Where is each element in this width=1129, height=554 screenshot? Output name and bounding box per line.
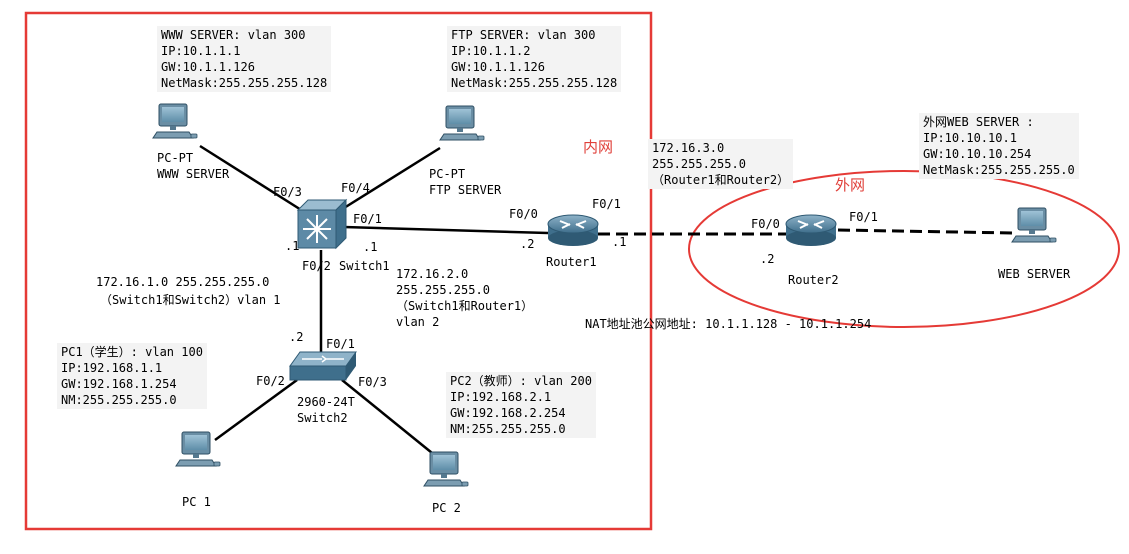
pc1-label: PC 1 [182,495,211,509]
outer-network-zone [688,170,1120,328]
pc2-label: PC 2 [432,501,461,515]
switch-icon[interactable] [289,351,357,381]
pc-icon[interactable] [1011,207,1057,243]
port-sw1-f0-3: F0/3 [273,185,302,199]
router-icon[interactable] [785,214,837,247]
link-switch1-router1 [343,225,549,235]
router2-label: Router2 [788,273,839,287]
port-sw2-f0-1: F0/1 [326,337,355,351]
link-switch2-pc1 [214,378,298,442]
port-r2-f0-1: F0/1 [849,210,878,224]
multilayer-switch-icon[interactable] [296,198,348,250]
switch1-label: Switch1 [339,259,390,273]
web-server-label: WEB SERVER [998,267,1071,281]
addr-sw1-vlan2: .1 [363,240,378,254]
port-r1-f0-0: F0/0 [509,207,538,221]
addr-sw1-vlan1: .1 [285,239,300,253]
link-ftp-switch1 [335,146,441,215]
pc-icon[interactable] [423,451,469,487]
addr-sw2: .2 [289,330,304,344]
link-router2-webserver [837,228,1014,235]
addr-r2-r1: .2 [760,252,775,266]
inner-network-zone [24,11,653,531]
port-sw1-f0-1: F0/1 [353,212,382,226]
link-www-switch1 [199,144,307,215]
link-switch2-pc2 [341,379,438,458]
inner-network-label: 内网 [583,138,614,156]
port-sw2-f0-3: F0/3 [358,375,387,389]
port-sw1-f0-4: F0/4 [341,181,370,195]
pc-icon[interactable] [152,103,198,139]
switch1-switch2-subnet: 172.16.1.0 255.255.255.0 [96,275,270,289]
pc-icon[interactable] [439,105,485,141]
addr-r1-sw1: .2 [520,237,535,251]
port-sw1-f0-2: F0/2 [302,259,331,273]
outer-network-label: 外网 [835,176,866,194]
addr-r1-r2: .1 [612,235,627,249]
nat-pool-text: NAT地址池公网地址: 10.1.1.128 - 10.1.1.254 [585,317,872,331]
router1-label: Router1 [546,255,597,269]
port-r2-f0-0: F0/0 [751,217,780,231]
router-icon[interactable] [547,214,599,247]
port-sw2-f0-2: F0/2 [256,374,285,388]
switch1-switch2-desc: （Switch1和Switch2）vlan 1 [100,293,281,307]
pc-icon[interactable] [175,431,221,467]
port-r1-f0-1: F0/1 [592,197,621,211]
